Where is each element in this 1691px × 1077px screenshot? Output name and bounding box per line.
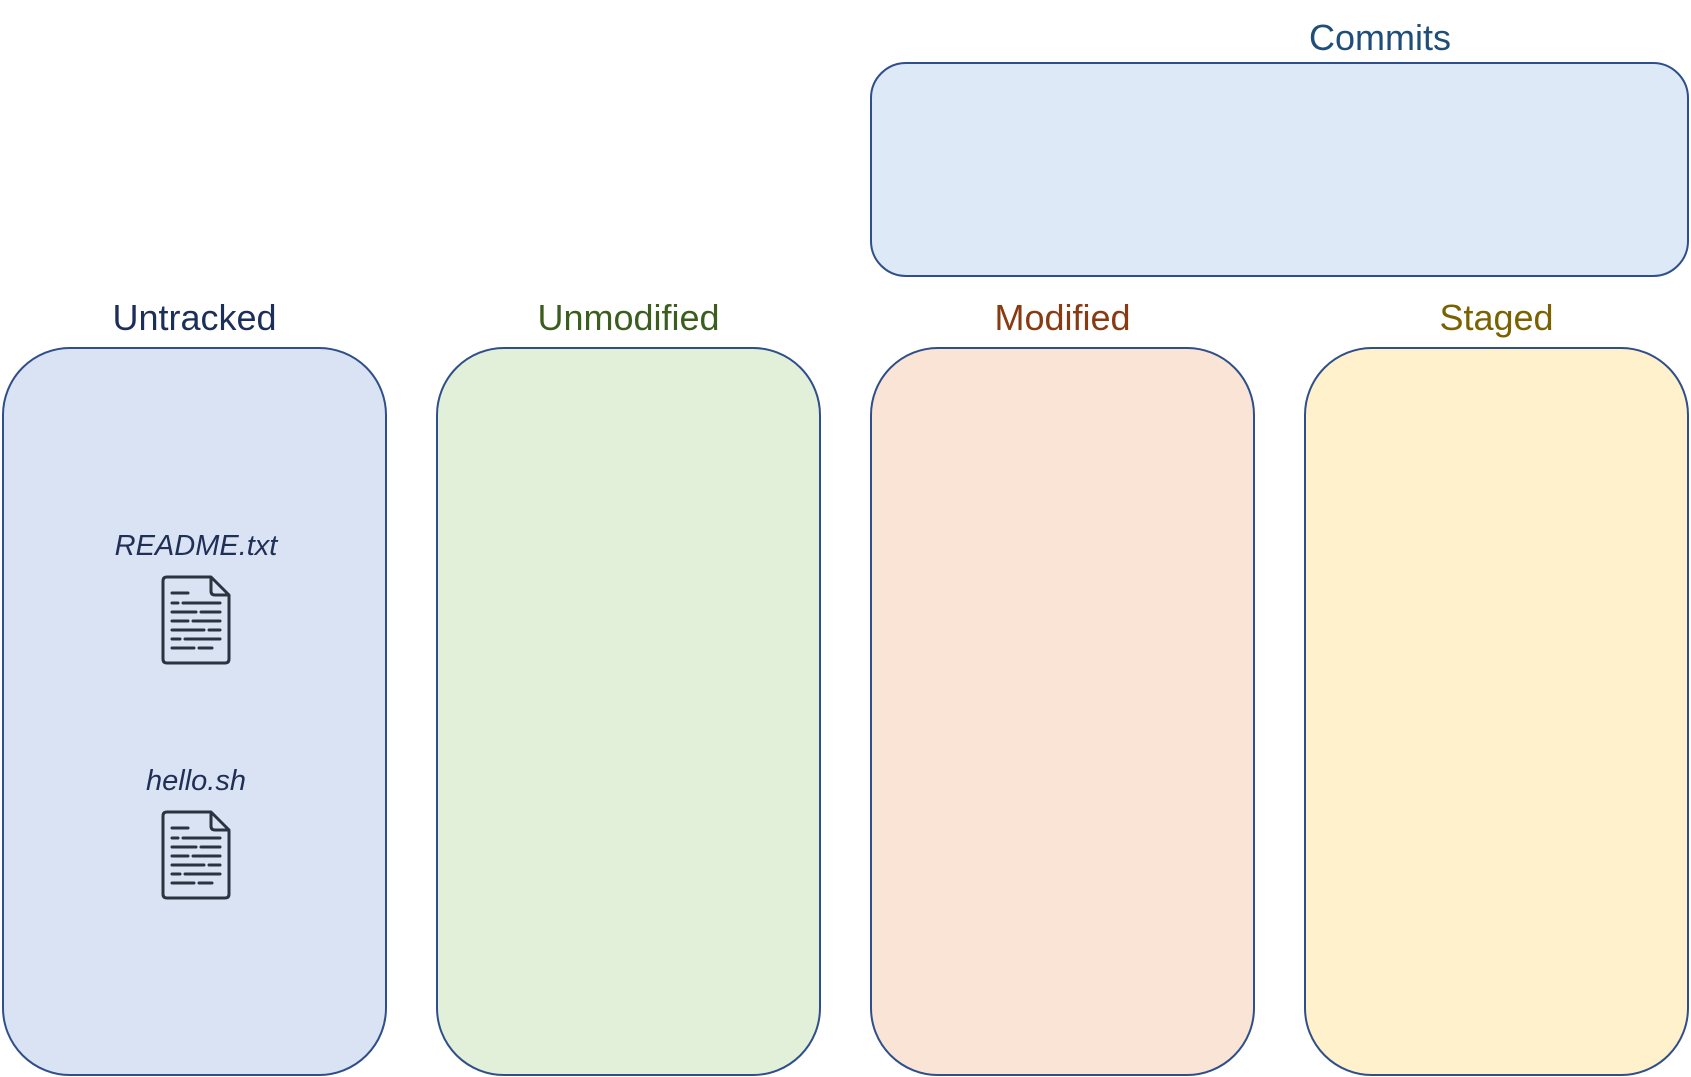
file-name: hello.sh: [146, 765, 246, 797]
file-name: README.txt: [114, 530, 278, 562]
staged-column: [1304, 347, 1689, 1076]
staged-label: Staged: [1439, 297, 1554, 338]
commits-label: Commits: [1309, 17, 1451, 58]
modified-column: [870, 347, 1255, 1076]
unmodified-label: Unmodified: [537, 297, 720, 338]
untracked-column: README.txt hello.sh: [2, 347, 387, 1076]
commits-box: [870, 62, 1689, 277]
untracked-label: Untracked: [112, 297, 277, 338]
document-icon: [161, 575, 231, 665]
modified-label: Modified: [994, 297, 1131, 338]
unmodified-column: [436, 347, 821, 1076]
document-icon: [161, 810, 231, 900]
file-readme[interactable]: README.txt: [96, 529, 296, 665]
file-hello[interactable]: hello.sh: [96, 764, 296, 900]
